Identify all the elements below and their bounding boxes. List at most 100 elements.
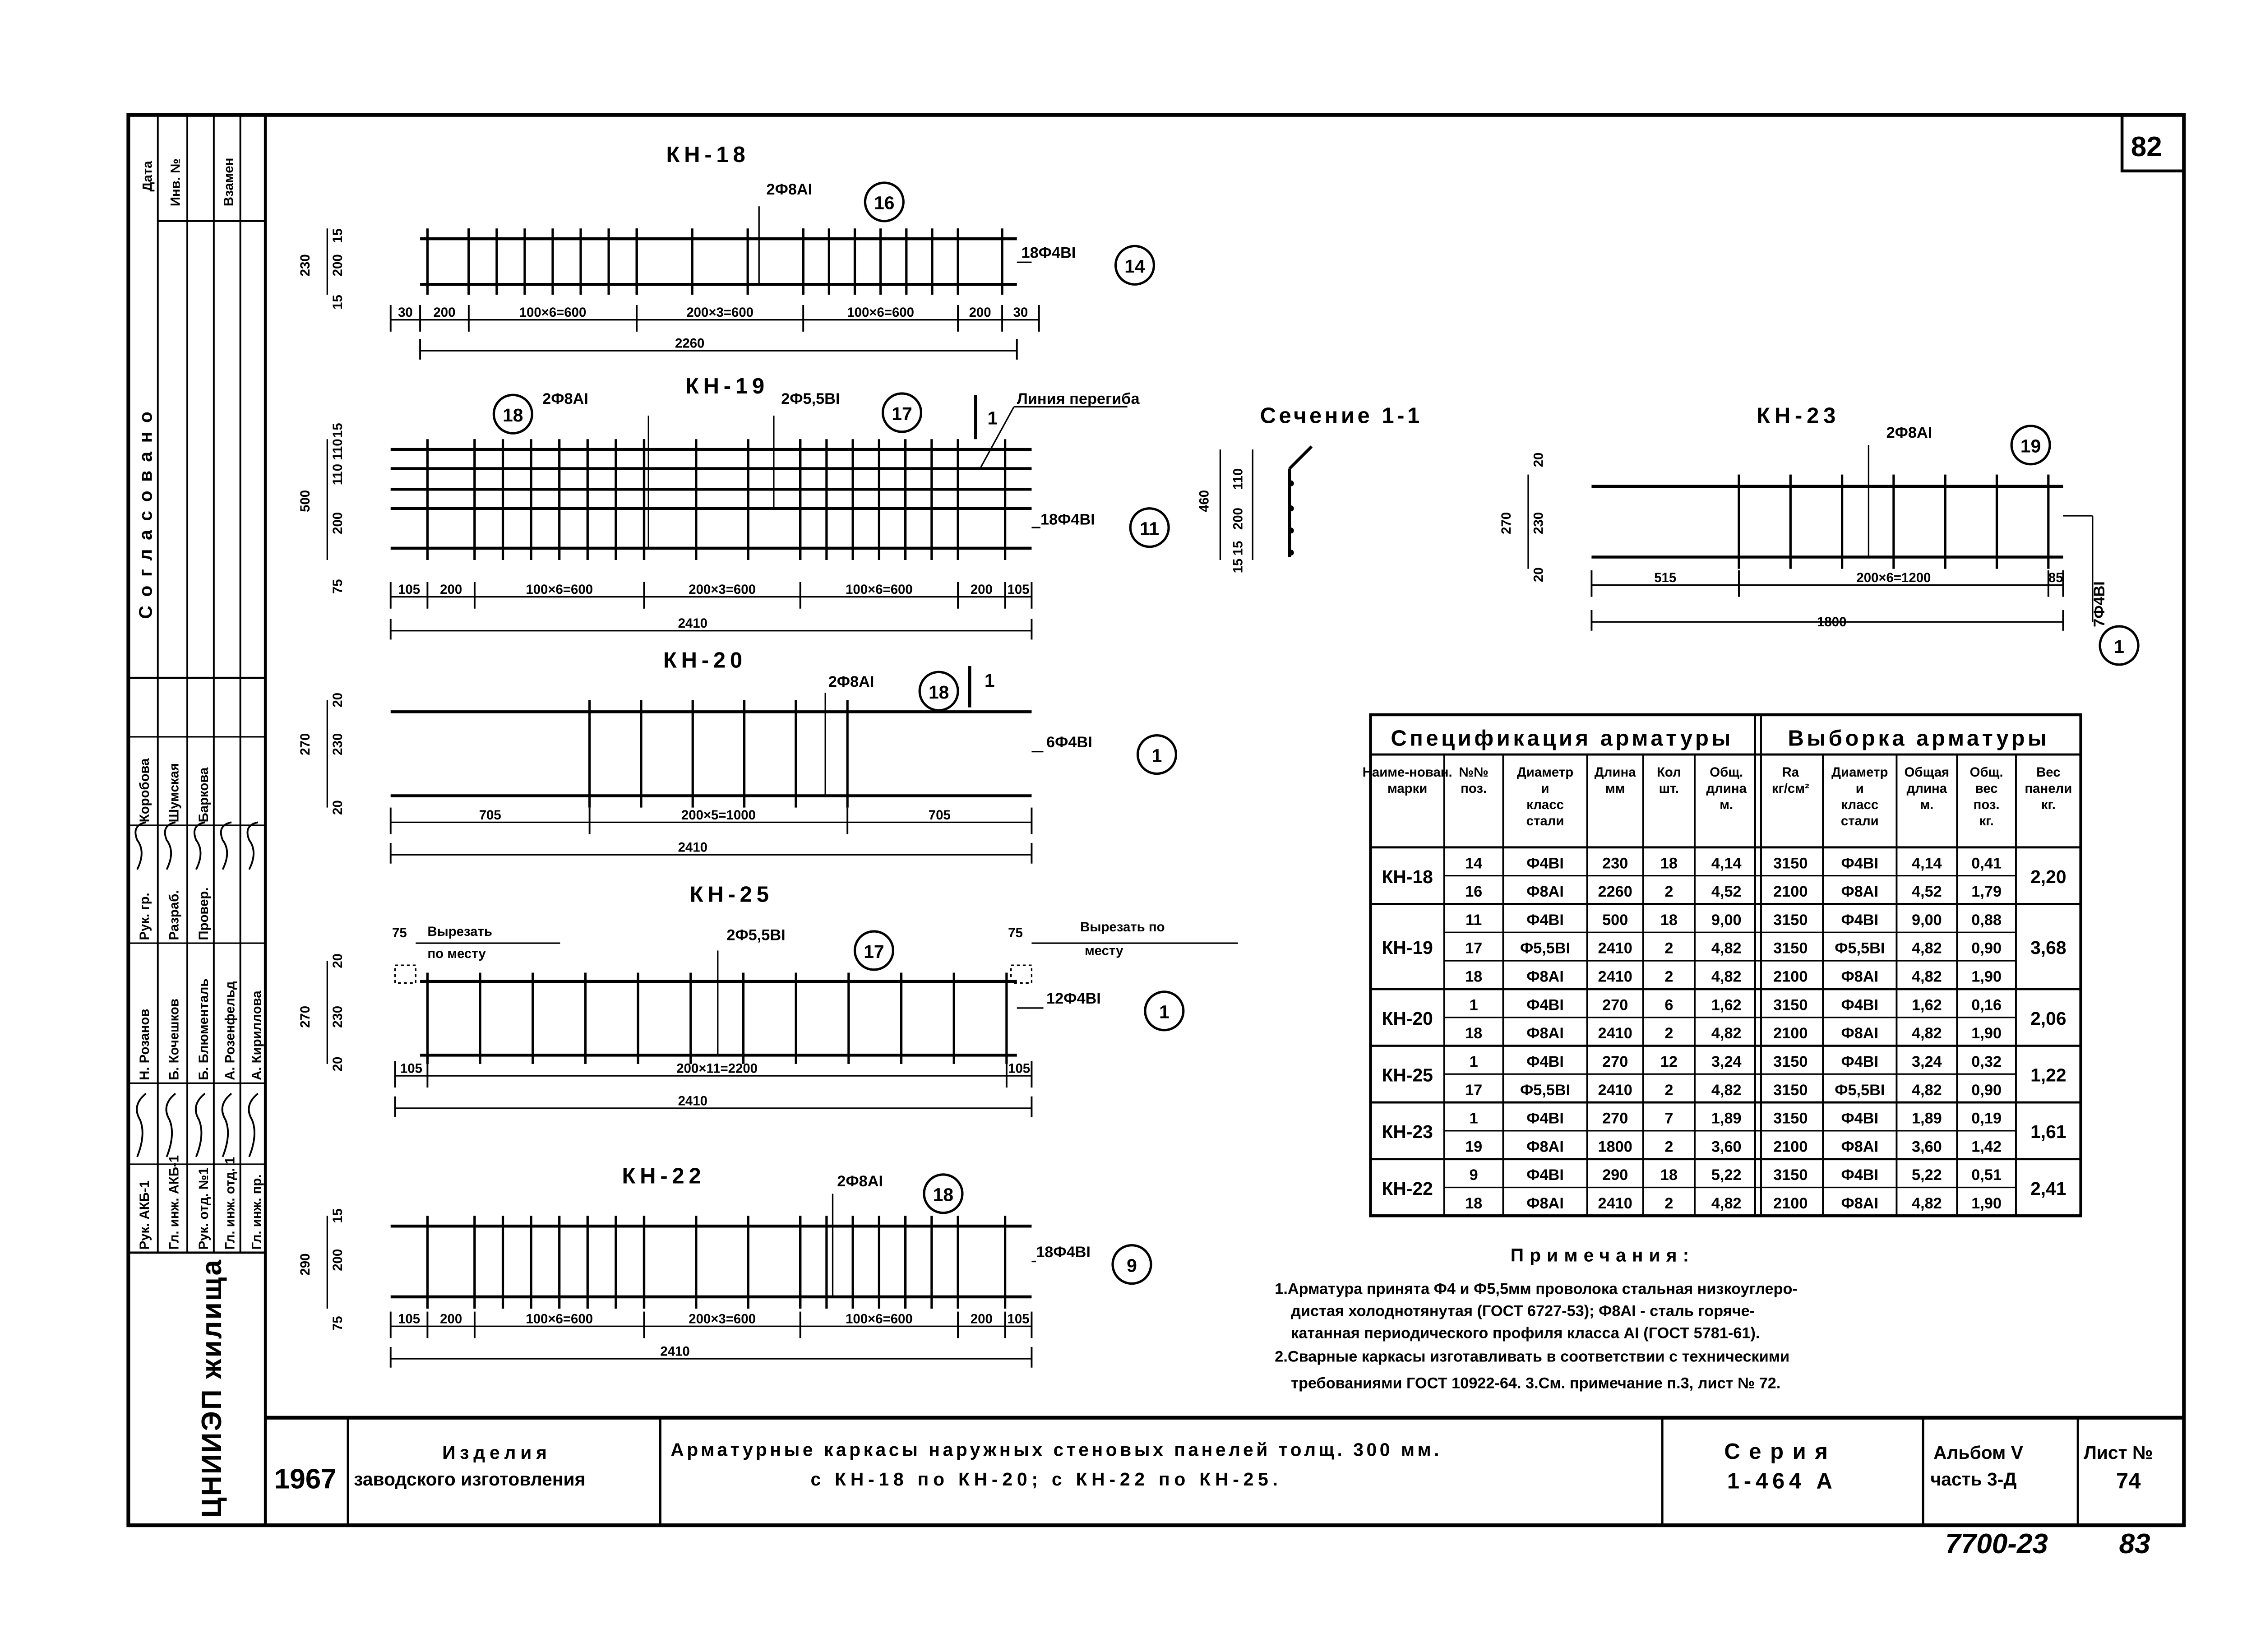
table-cell: 18 — [1660, 1166, 1678, 1184]
table-cell: Ф4ВI — [1841, 1110, 1878, 1127]
dimension-label: 105 — [398, 1312, 420, 1327]
date-label: Дата — [140, 161, 155, 192]
table-cell: 9,00 — [1711, 912, 1742, 929]
dimension-label: 100×6=600 — [846, 582, 913, 597]
dimension-label: 200×3=600 — [689, 582, 756, 597]
position-marker-circle — [1114, 245, 1156, 286]
organization-name: ЦНИИЭП жилища — [196, 1259, 227, 1518]
table-cell: 2 — [1664, 883, 1673, 900]
table-cell: 18 — [1465, 1195, 1482, 1212]
table-cell: 4,82 — [1711, 940, 1742, 957]
signature-icon — [248, 1092, 259, 1157]
table-cell: Ф4ВI — [1841, 996, 1878, 1013]
table-cell: 17 — [1465, 1082, 1482, 1099]
table-cell: 2410 — [1598, 1195, 1632, 1212]
position-marker-circle — [881, 392, 923, 433]
table-cell: 3150 — [1773, 1110, 1808, 1127]
note-line: диcтая холоднотянутая (ГОСТ 6727-53); Ф8… — [1291, 1302, 1755, 1319]
cut-note: по месту — [427, 946, 486, 961]
table-cell: 3150 — [1773, 940, 1808, 957]
panel-mark: КН-23 — [1382, 1121, 1433, 1142]
total-dimension-label: 1800 — [1817, 615, 1846, 629]
table-cell: 270 — [1602, 996, 1628, 1013]
sheet-label: Лист № — [2084, 1442, 2153, 1463]
side-dimension-label: 270 — [298, 1006, 313, 1028]
leader-line — [979, 406, 1015, 469]
dimension-label: 200 — [433, 305, 455, 320]
table-cell: Ф8АI — [1526, 1025, 1564, 1042]
notes: Примечания: 1.Арматура принята Ф4 и Ф5,5… — [1275, 1245, 1798, 1392]
position-marker-circle — [1136, 734, 1178, 775]
table-cell: 3150 — [1773, 1166, 1808, 1184]
table-cell: 4,82 — [1912, 1195, 1942, 1212]
table-cell: Ф4ВI — [1526, 912, 1564, 929]
selection-title: Выборка арматуры — [1788, 727, 2049, 751]
table-cell: 2410 — [1598, 968, 1632, 986]
table-cell: 3150 — [1773, 912, 1808, 929]
stamp-name: Баркова — [196, 767, 211, 822]
rebar-callout: 18Ф4ВI — [1040, 511, 1095, 528]
table-cell: Ф8АI — [1526, 1195, 1564, 1212]
rebar-callout: 6Ф4ВI — [1046, 734, 1092, 751]
table-cell: Ф8АI — [1841, 1195, 1878, 1212]
side-dimension-label: 230 — [298, 254, 313, 276]
side-dimension-label: 110 — [1230, 468, 1245, 490]
table-cell: 1,79 — [1971, 883, 2002, 900]
position-number: 19 — [2020, 436, 2041, 457]
side-dimension-label: 290 — [298, 1254, 313, 1276]
position-marker-circle — [2010, 425, 2051, 466]
signature-icon — [194, 1092, 206, 1157]
table-cell: 1,90 — [1971, 1195, 2002, 1212]
table-cell: 1 — [1470, 1110, 1478, 1127]
table-cell: Ф8АI — [1841, 1025, 1878, 1042]
table-cell: 270 — [1602, 1053, 1628, 1070]
table-cell: 2100 — [1773, 1138, 1808, 1155]
table-cell: 9,00 — [1912, 912, 1942, 929]
note-line: катанная периодического профиля класса А… — [1291, 1324, 1760, 1342]
table-cell: 0,90 — [1971, 1082, 2002, 1099]
position-marker-circle — [492, 393, 533, 435]
position-number: 18 — [933, 1185, 953, 1205]
stamp-role: Гл. инж. АКБ-1 — [166, 1155, 181, 1250]
dimension-label: 30 — [398, 305, 413, 320]
signature-icon — [220, 821, 232, 870]
dimension-label: 200 — [440, 582, 462, 597]
signature-icon — [194, 821, 205, 870]
side-dimension-label: 15 — [1230, 559, 1245, 574]
side-dimension-label: 230 — [1531, 512, 1546, 534]
table-cell: 0,32 — [1971, 1053, 2002, 1070]
table-cell: 500 — [1602, 912, 1628, 929]
table-cell: 3,24 — [1711, 1053, 1742, 1070]
table-cell: 4,52 — [1711, 883, 1742, 900]
stamp-name: Коробова — [137, 758, 152, 823]
table-cell: 14 — [1465, 855, 1482, 872]
position-marker-circle — [864, 181, 905, 222]
rebar-callout: 12Ф4ВI — [1046, 990, 1101, 1007]
side-dimension-label: 20 — [330, 800, 345, 815]
table-cell: 11 — [1465, 912, 1482, 929]
table-cell: 4,82 — [1912, 1025, 1942, 1042]
title-line2: с КН-18 по КН-20; с КН-22 по КН-25. — [811, 1469, 1282, 1490]
side-dimension-label: 75 — [330, 579, 345, 594]
position-marker-circle — [1111, 1244, 1152, 1285]
stamp-role: Гл. инж. отд. 1 — [223, 1157, 238, 1250]
table-cell: 2 — [1664, 968, 1673, 986]
total-dimension-label: 2260 — [675, 336, 704, 351]
table-cell: 6 — [1664, 996, 1673, 1013]
table-cell: 5,22 — [1711, 1166, 1742, 1184]
total-dimension-label: 2410 — [678, 1093, 707, 1108]
table-cell: 1,90 — [1971, 968, 2002, 986]
dimension-label: 30 — [1013, 305, 1028, 320]
table-cell: 1,62 — [1711, 996, 1742, 1013]
total-dimension-label: 2410 — [678, 616, 707, 631]
note-line: 1.Арматура принята Ф4 и Ф5,5мм проволока… — [1275, 1280, 1798, 1297]
position-number: 16 — [874, 193, 894, 213]
table-cell: 1,62 — [1912, 996, 1942, 1013]
table-cell: 1800 — [1598, 1138, 1632, 1155]
signature-icon — [164, 821, 176, 870]
series-label: Серия — [1724, 1439, 1836, 1464]
